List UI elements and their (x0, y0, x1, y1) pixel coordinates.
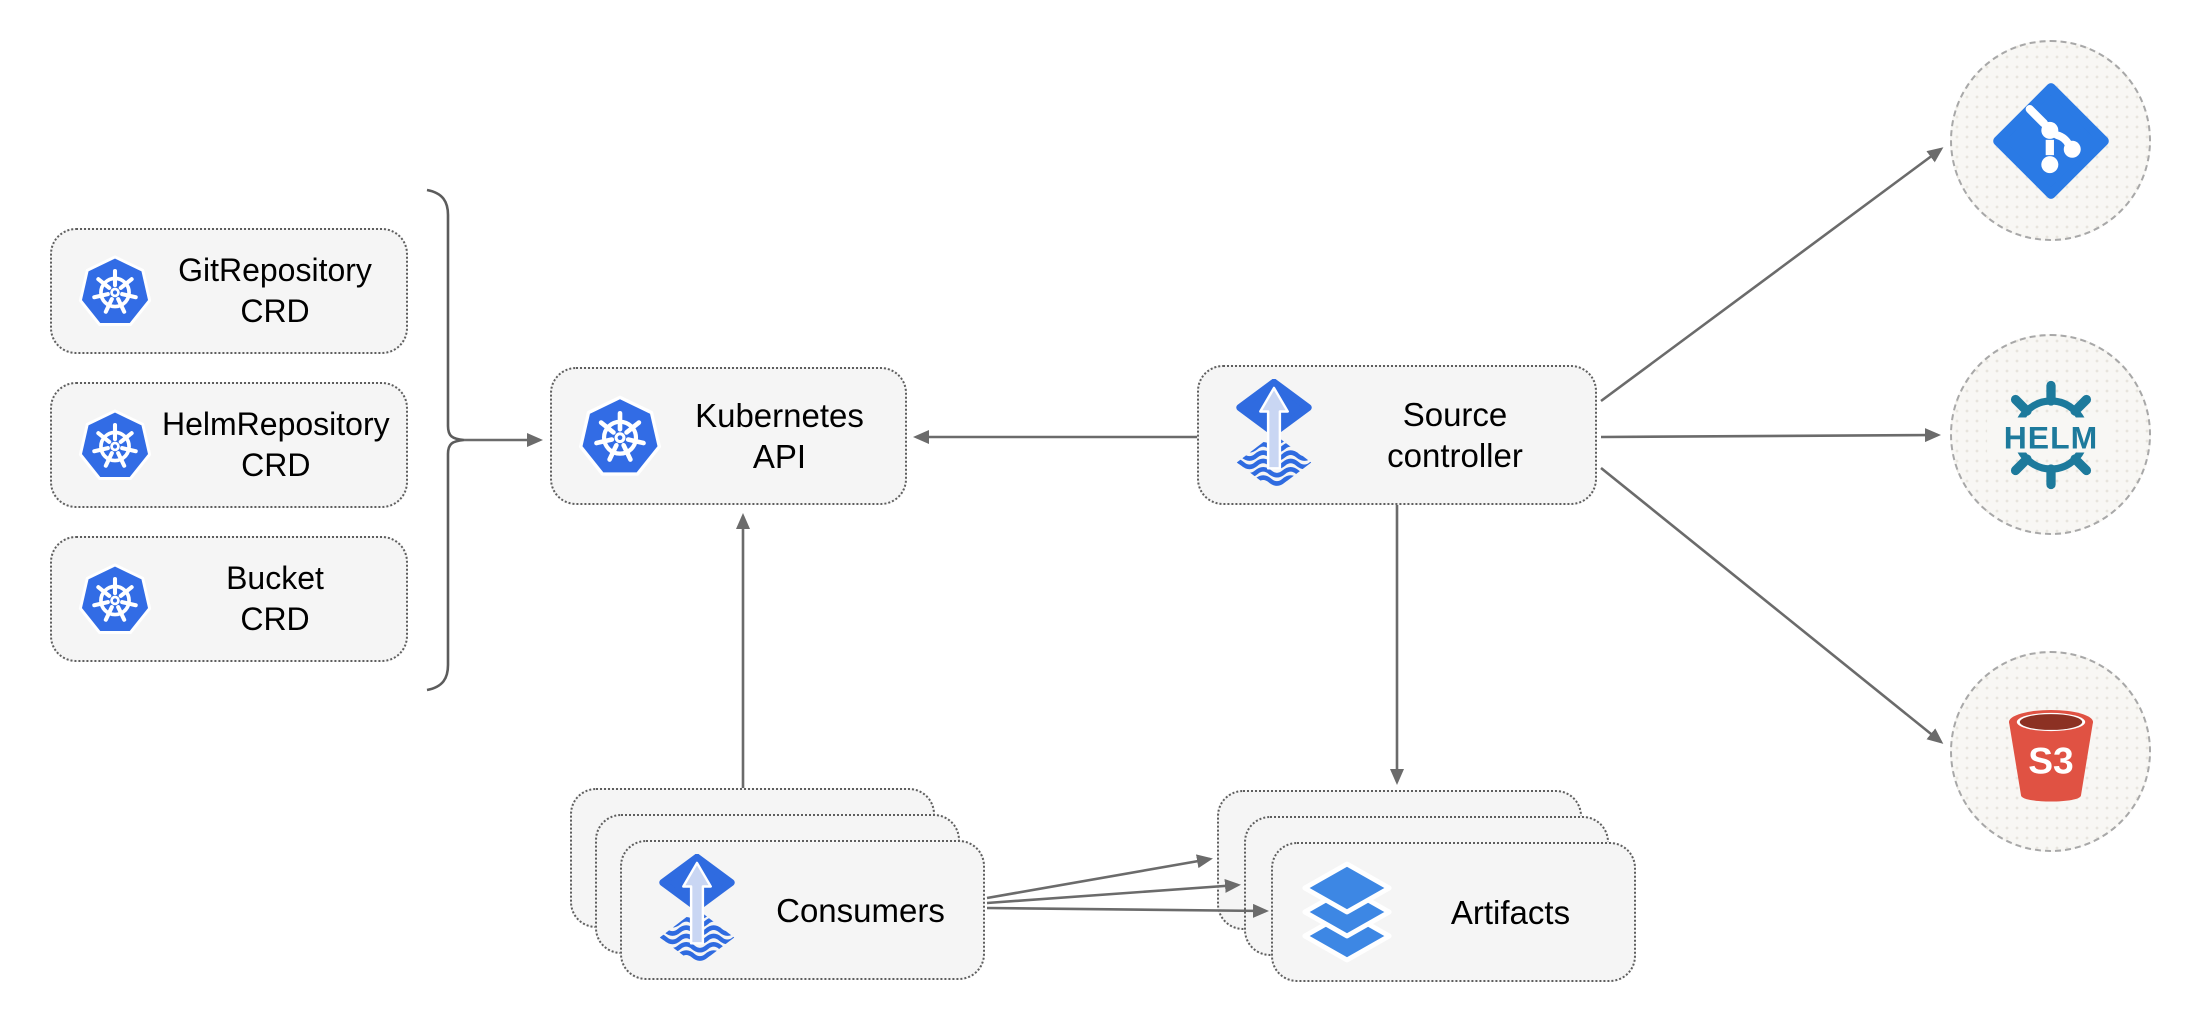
node-label: Bucket CRD (152, 558, 406, 640)
node-label-line2: CRD (241, 447, 311, 483)
s3-label: S3 (2028, 739, 2074, 781)
consumers-node: Consumers (620, 840, 985, 980)
arrow-source-to-helm (1600, 428, 1941, 443)
source-controller-node: Source controller (1197, 365, 1597, 505)
layers-icon (1299, 861, 1395, 963)
git-node (1950, 40, 2151, 241)
node-label: HelmRepository CRD (152, 404, 408, 486)
crd-gitrepository-node: GitRepository CRD (50, 228, 408, 354)
crd-grouping-bracket (426, 188, 465, 692)
kubernetes-icon (578, 394, 662, 478)
crd-helmrepository-node: HelmRepository CRD (50, 382, 408, 508)
arrow-source-to-git (1600, 147, 1944, 403)
node-label: GitRepository CRD (152, 250, 406, 332)
node-label-line1: GitRepository (178, 252, 372, 288)
kubernetes-icon (78, 562, 152, 636)
node-label-line2: CRD (240, 293, 310, 329)
s3-icon: S3 (1991, 692, 2111, 812)
arrow-consumers-to-artifacts-1 (986, 854, 1213, 900)
flux-icon (1225, 379, 1323, 491)
node-label: Source controller (1323, 394, 1595, 476)
node-label: Kubernetes API (695, 397, 864, 475)
node-label: Artifacts (1450, 893, 1571, 931)
arrow-source-to-s3 (1600, 466, 1944, 744)
kubernetes-icon (78, 408, 152, 482)
node-label-line1: HelmRepository (162, 406, 390, 442)
arrow-consumers-to-artifacts-2 (986, 878, 1241, 905)
kubernetes-icon (78, 254, 152, 328)
kubernetes-api-node: Kubernetes API (550, 367, 907, 505)
node-label: Consumers (776, 891, 945, 929)
helm-icon: HELM (1983, 367, 2119, 503)
flux-icon (648, 854, 746, 966)
node-label-line2: controller (1387, 437, 1523, 474)
s3-node: S3 (1950, 651, 2151, 852)
git-icon (1992, 82, 2110, 200)
helm-label: HELM (2003, 419, 2098, 455)
node-label-line2: CRD (240, 601, 310, 637)
node-label-line1: Source (1402, 396, 1508, 433)
node-label-line1: Bucket (226, 560, 324, 596)
artifacts-node: Artifacts (1271, 842, 1636, 982)
crd-bucket-node: Bucket CRD (50, 536, 408, 662)
helm-node: HELM (1950, 334, 2151, 535)
